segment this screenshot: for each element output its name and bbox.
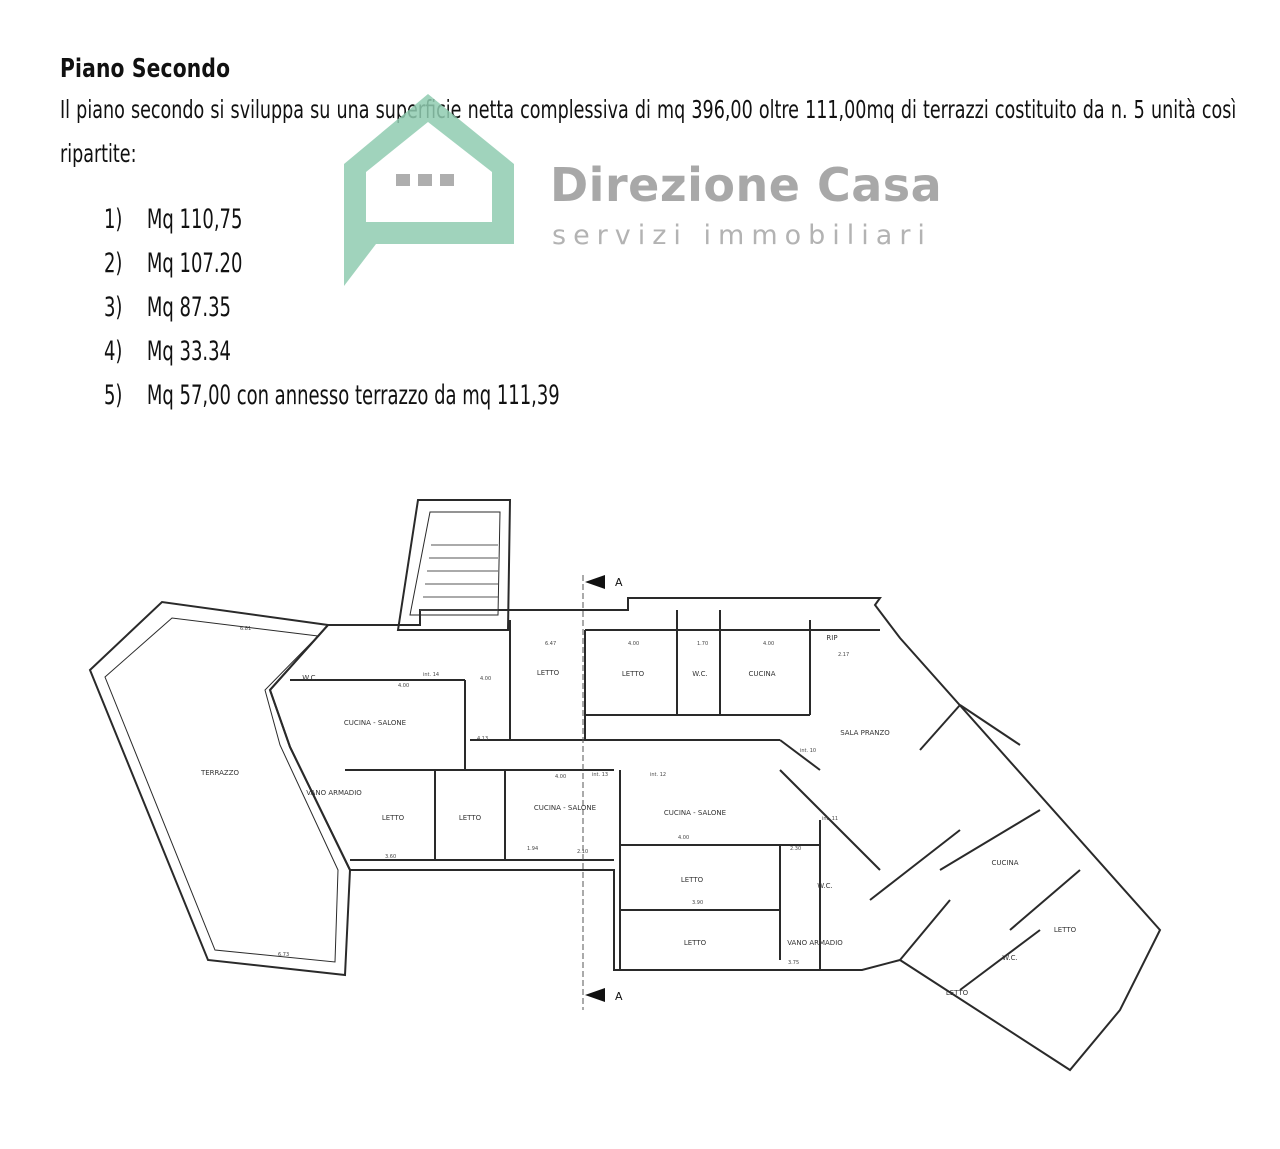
list-item: 4)Mq 33.34 — [104, 336, 232, 367]
section-marker-top: A — [615, 576, 623, 589]
room-letto: LETTO — [622, 670, 645, 678]
room-wc: W.C. — [302, 674, 317, 682]
dimension-label: 2.17 — [838, 652, 849, 658]
room-wc: W.C. — [1002, 954, 1017, 962]
dimension-label: 4.00 — [678, 835, 689, 841]
dimension-label: 4.00 — [628, 641, 639, 647]
dimension-label: 4.00 — [480, 676, 491, 682]
room-cucina-salone: CUCINA - SALONE — [344, 719, 406, 727]
room-terrazzo: TERRAZZO — [200, 769, 240, 777]
room-cucina-salone: CUCINA - SALONE — [534, 804, 596, 812]
watermark-logo: Direzione Casa servizi immobiliari — [336, 86, 956, 296]
dimension-label: 3.90 — [692, 900, 703, 906]
room-cucina-salone: CUCINA - SALONE — [664, 809, 726, 817]
room-vano-armadio: VANO ARMADIO — [787, 939, 843, 947]
section-marker-bottom: A — [615, 990, 623, 1003]
room-vano-armadio: VANO ARMADIO — [306, 789, 362, 797]
dimension-label: 4.00 — [763, 641, 774, 647]
room-letto: LETTO — [684, 939, 707, 947]
room-rip: RIP — [826, 634, 837, 642]
brand-tagline: servizi immobiliari — [552, 220, 932, 251]
room-letto: LETTO — [946, 989, 969, 997]
dimension-label: 4.00 — [555, 774, 566, 780]
dimension-labels: 6.81 4.00 4.00 6.47 4.00 1.70 4.00 2.17 … — [240, 626, 849, 966]
dimension-label: 2.10 — [577, 849, 588, 855]
dimension-label: 4.13 — [477, 736, 488, 742]
room-wc: W.C. — [817, 882, 832, 890]
building-outline — [268, 597, 1162, 1072]
dimension-label: 1.94 — [527, 846, 538, 852]
document-body: Piano Secondo Il piano secondo si svilup… — [60, 54, 1236, 176]
house-bubble-icon — [344, 94, 514, 286]
dimension-label: 6.73 — [278, 952, 289, 958]
unit-label: int. 13 — [592, 772, 608, 778]
section-markers: A A — [585, 575, 623, 1003]
unit-label: int. 12 — [650, 772, 666, 778]
dimension-label: 3.75 — [788, 960, 799, 966]
room-wc: W.C. — [692, 670, 707, 678]
unit-label: int. 14 — [423, 672, 439, 678]
intro-paragraph: Il piano secondo si sviluppa su una supe… — [60, 95, 1237, 168]
room-cucina: CUCINA — [749, 670, 776, 678]
room-sala-pranzo: SALA PRANZO — [840, 729, 890, 737]
list-item: 1)Mq 110,75 — [104, 204, 243, 235]
unit-labels: int. 14 int. 13 int. 12 int. 10 int. 11 — [423, 672, 838, 822]
dimension-label: 1.70 — [697, 641, 708, 647]
room-letto: LETTO — [681, 876, 704, 884]
dimension-label: 6.81 — [240, 626, 251, 632]
section-title: Piano Secondo — [60, 54, 231, 84]
brand-name: Direzione Casa — [550, 158, 943, 212]
room-labels: TERRAZZO W.C. CUCINA - SALONE VANO ARMAD… — [200, 634, 1077, 997]
dimension-label: 2.30 — [790, 846, 801, 852]
dimension-label: 3.60 — [385, 854, 396, 860]
list-item: 2)Mq 107.20 — [104, 248, 243, 279]
unit-label: int. 11 — [822, 816, 838, 822]
room-letto: LETTO — [459, 814, 482, 822]
list-item: 3)Mq 87.35 — [104, 292, 232, 323]
unit-list: 1)Mq 110,75 2)Mq 107.20 3)Mq 87.35 4)Mq … — [104, 198, 720, 418]
list-item: 5)Mq 57,00 con annesso terrazzo da mq 11… — [104, 380, 560, 411]
unit-label: int. 10 — [800, 748, 816, 754]
dimension-label: 4.00 — [398, 683, 409, 689]
room-cucina: CUCINA — [992, 859, 1019, 867]
floor-plan: A A TERRAZZO W.C. CUCINA - SALONE VANO A… — [88, 499, 1162, 1072]
room-letto: LETTO — [1054, 926, 1077, 934]
room-letto: LETTO — [382, 814, 405, 822]
dimension-label: 6.47 — [545, 641, 556, 647]
stair-outline — [396, 499, 512, 631]
room-letto: LETTO — [537, 669, 560, 677]
